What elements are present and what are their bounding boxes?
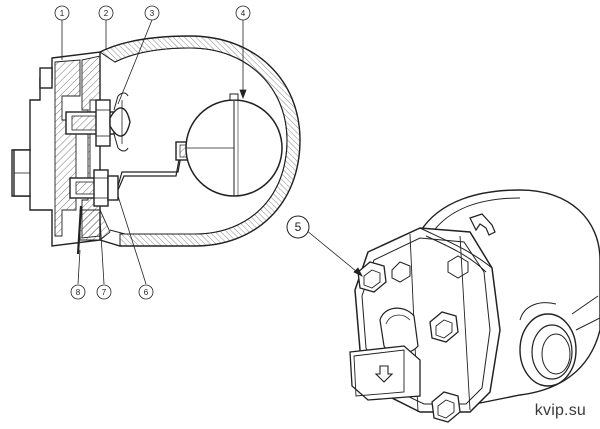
cover-hatch [54, 59, 81, 237]
callout-2: 2 [98, 5, 114, 21]
svg-text:3: 3 [150, 9, 155, 18]
cover-bolt [39, 67, 53, 89]
gasket [76, 205, 83, 255]
valve-assembly-upper [65, 92, 131, 152]
bolt-right-icon [429, 311, 459, 343]
callouts: 1 2 3 4 5 6 7 8 [54, 5, 310, 300]
callout-7: 7 [96, 284, 112, 300]
svg-text:4: 4 [241, 9, 246, 18]
watermark: kvip.su [534, 402, 586, 419]
svg-text:6: 6 [144, 288, 149, 297]
svg-text:8: 8 [76, 288, 81, 297]
nameplate [349, 345, 421, 401]
bolt-bottom-icon [431, 391, 461, 423]
svg-text:2: 2 [104, 9, 109, 18]
callout-6: 6 [138, 284, 154, 300]
svg-text:1: 1 [60, 9, 65, 18]
callout-4: 4 [235, 5, 251, 21]
callout-8: 8 [70, 284, 86, 300]
svg-text:7: 7 [102, 288, 107, 297]
flow-arrow-icon [469, 213, 496, 236]
cross-section-view [11, 35, 301, 255]
callout-1: 1 [54, 5, 70, 21]
shell-wall-top [99, 35, 301, 247]
outlet-port [519, 302, 577, 387]
external-view [349, 189, 600, 423]
callout-3: 3 [144, 5, 160, 21]
down-arrow-icon [374, 365, 394, 383]
callout-5: 5 [286, 215, 310, 239]
svg-text:5: 5 [295, 220, 302, 234]
leader-lines [61, 19, 363, 285]
valve-disc [109, 107, 131, 137]
bolt-top-icon [357, 261, 387, 293]
valve-assembly-lower [69, 169, 119, 207]
